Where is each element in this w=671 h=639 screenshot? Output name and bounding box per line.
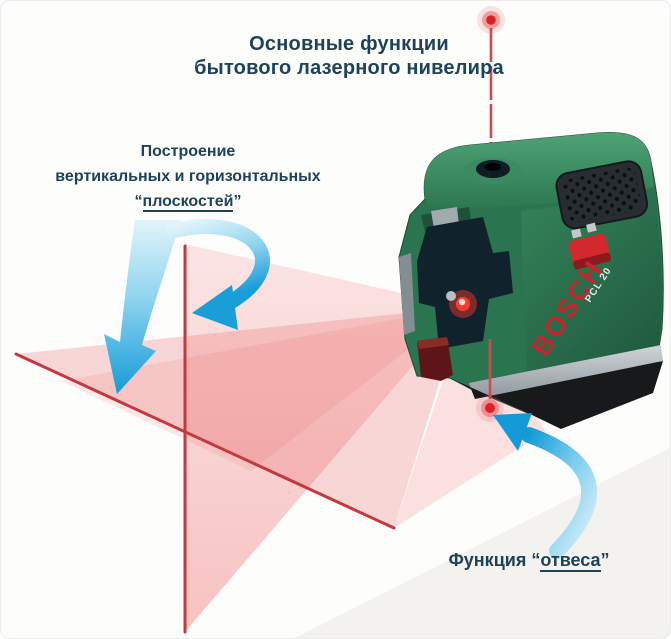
title-line-1: Основные функции [249, 33, 449, 55]
device-red-slider [568, 222, 611, 270]
device-beam-hole-inner [485, 163, 501, 171]
device-grey-frame-left [399, 253, 415, 335]
front-emitter-core [458, 298, 466, 306]
arrow-to-horizontal-plane [104, 220, 181, 394]
front-emitter-nub [446, 291, 456, 301]
laser-level-device: BOSCH PCL 20 [398, 131, 664, 429]
laser-floor-line [14, 352, 396, 530]
device-base-black [450, 361, 663, 429]
device-foot-highlight [417, 337, 449, 349]
title-line-2: бытового лазерного нивелира [194, 57, 504, 79]
floor-shading [294, 448, 670, 638]
planes-label-line-1: Построение [140, 143, 236, 160]
laser-plane-horizontal-core [61, 307, 463, 471]
arrow-to-vertical-plane [165, 219, 270, 330]
planes-label-line-3: “плоскостей” [134, 193, 242, 212]
laser-plane-vertical [185, 244, 463, 632]
planes-label-line-2: вертикальных и горизонтальных [55, 168, 321, 185]
plumb-word-underlined: отвеса [540, 550, 601, 572]
planes-word-underlined: плоскостей [142, 193, 234, 212]
plumb-function-label: Функция “отвеса” [448, 550, 610, 572]
device-base-silver [469, 345, 663, 399]
laser-plane-under-device [394, 311, 546, 528]
laser-dot-top [477, 6, 505, 34]
device-grille [555, 160, 649, 230]
page-title: Основные функции бытового лазерного ниве… [159, 32, 539, 80]
device-front-recess [417, 217, 513, 349]
planes-function-label: Построение вертикальных и горизонтальных… [19, 139, 357, 214]
arrow-to-plumb-dot [493, 413, 598, 559]
